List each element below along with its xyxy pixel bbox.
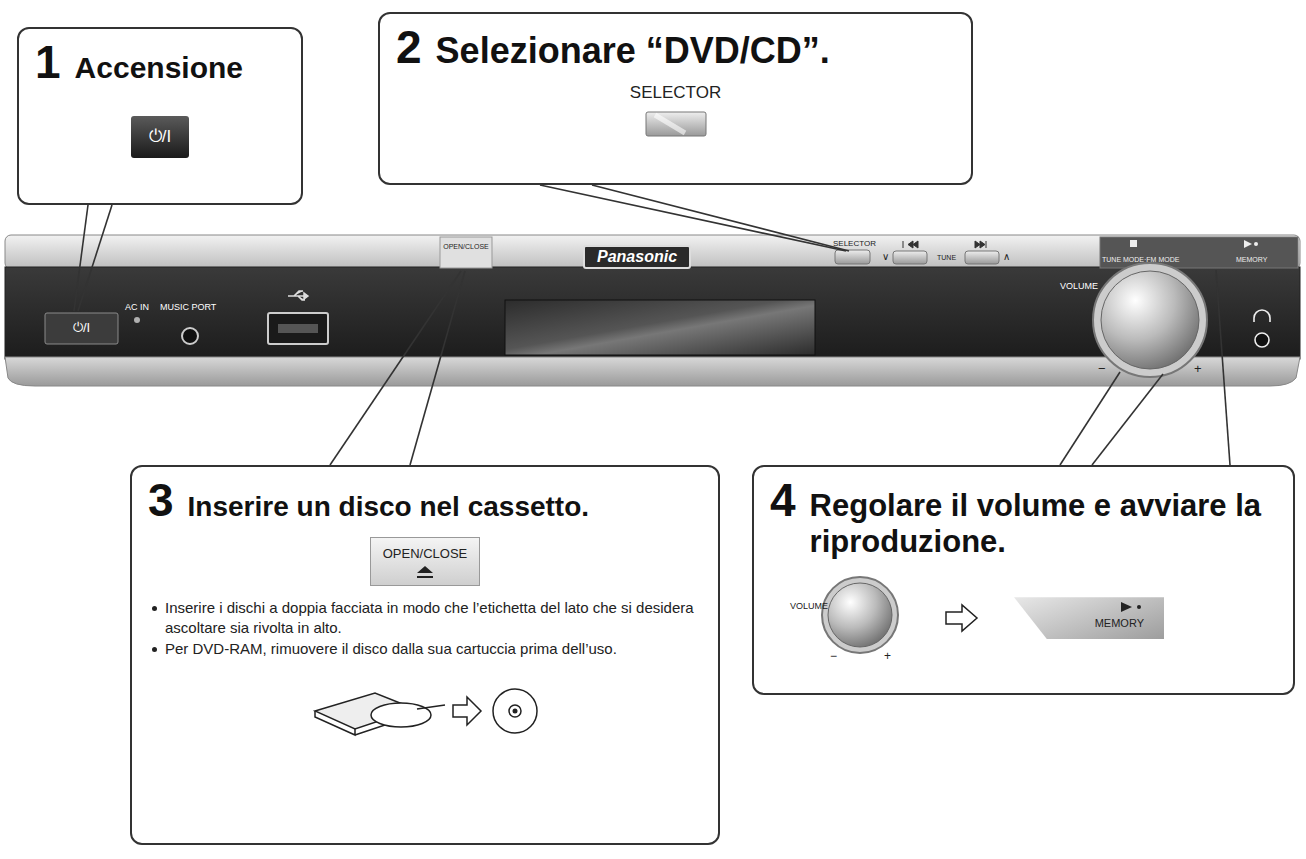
power-button-label: ⏻/I: [131, 116, 189, 158]
plus-sign: +: [1194, 362, 1202, 375]
callout-box: 4 Regolare il volume e avviare la riprodu…: [752, 465, 1295, 695]
bullet-row: Inserire i dischi a doppia facciata in m…: [152, 598, 702, 637]
plus-sign: +: [884, 649, 891, 663]
disc-area: [148, 671, 702, 751]
brand-logo: Panasonic: [583, 245, 691, 269]
arrow-symbol: [944, 603, 980, 633]
port-label: AC IN: [125, 303, 149, 312]
callout-number: 3: [148, 477, 174, 523]
knob-label: VOLUME: [1060, 282, 1098, 291]
callout-box: 1 Accensione ⏻/I: [17, 27, 303, 205]
callout-box: 2 Selezionare “DVD/CD”. SELECTOR: [378, 12, 973, 185]
eject-symbol: [415, 565, 435, 579]
button-label: TUNE MODE·FM MODE: [1102, 256, 1179, 263]
callout-header: 2 Selezionare “DVD/CD”.: [396, 24, 955, 71]
bullet-dot: [152, 647, 157, 652]
callout-title: Selezionare “DVD/CD”.: [436, 30, 830, 71]
selector-button: [645, 111, 707, 137]
open-close-button: OPEN/CLOSE: [370, 537, 481, 586]
button-label: MEMORY: [1236, 256, 1267, 263]
button-area: ⏻/I: [35, 116, 285, 158]
button-label: SELECTOR: [630, 83, 721, 103]
minus-sign: −: [830, 649, 837, 663]
power-button-label: ⏻/I: [45, 321, 118, 334]
callout-title: Accensione: [75, 51, 243, 86]
port-label: MUSIC PORT: [160, 303, 216, 312]
button-label: MEMORY: [1095, 617, 1144, 629]
bullet-text: Inserire i dischi a doppia facciata in m…: [165, 598, 702, 637]
button-label: TUNE: [937, 254, 956, 261]
minus-sign: −: [1098, 362, 1106, 375]
disc-cartridge-illustration: [305, 671, 545, 751]
callout-title: Regolare il volume e avviare la riproduz…: [810, 488, 1277, 559]
callout-title: Inserire un disco nel cassetto.: [188, 491, 589, 523]
callout-number: 2: [396, 24, 422, 70]
bullet-row: Per DVD-RAM, rimuovere il disco dalla su…: [152, 639, 702, 659]
button-label: OPEN/CLOSE: [383, 546, 468, 561]
callout-header: 1 Accensione: [35, 39, 285, 86]
arrow-label: ∧: [1003, 252, 1010, 262]
knob-figure: VOLUME − +: [790, 575, 910, 661]
knob-label: VOLUME: [790, 601, 828, 611]
button-label: OPEN/CLOSE: [440, 243, 492, 250]
callout-header: 3 Inserire un disco nel cassetto.: [148, 477, 702, 523]
bullet-dot: [152, 606, 157, 611]
play-symbol: [1120, 601, 1144, 613]
bullet-text: Per DVD-RAM, rimuovere il disco dalla su…: [165, 639, 617, 659]
button-label: SELECTOR: [833, 240, 873, 248]
control-row: VOLUME − + MEMORY: [790, 575, 1277, 661]
callout-box: 3 Inserire un disco nel cassetto. OPEN/CLO…: [130, 465, 720, 845]
button-area: OPEN/CLOSE: [148, 537, 702, 586]
callout-number: 1: [35, 39, 61, 85]
volume-knob: [790, 575, 910, 661]
callout-header: 4 Regolare il volume e avviare la riprodu…: [770, 477, 1277, 559]
button-area: SELECTOR: [396, 83, 955, 137]
memory-button: MEMORY: [1014, 597, 1164, 639]
callout-number: 4: [770, 477, 796, 523]
arrow-label: ∨: [882, 252, 889, 262]
